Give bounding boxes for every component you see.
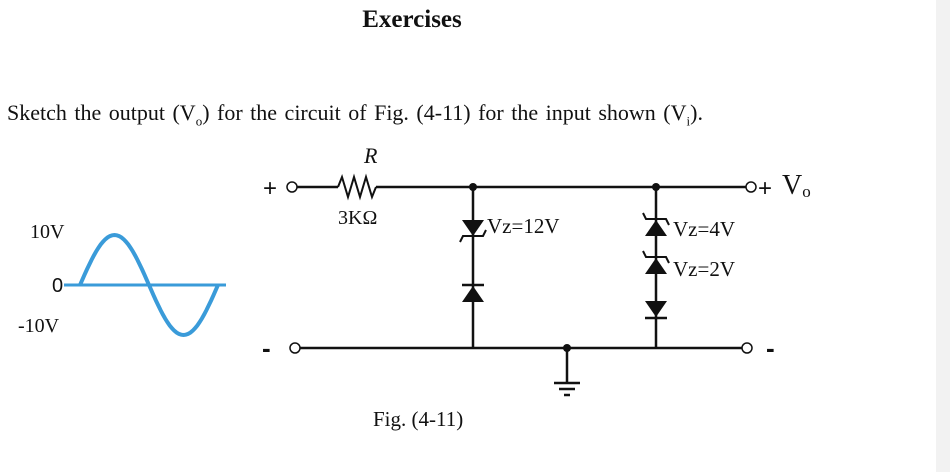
output-minus-sign: - xyxy=(766,333,775,363)
question-text: Sketch the output (Vo) for the circuit o… xyxy=(7,100,703,129)
output-plus-sign: + xyxy=(758,175,772,202)
waveform-label-positive: 10V xyxy=(30,221,65,243)
resistor-symbol xyxy=(337,173,377,201)
waveform-label-negative: -10V xyxy=(18,315,60,337)
zener-bar-4v xyxy=(642,212,670,226)
page-title: Exercises xyxy=(362,6,462,33)
input-terminal-bottom xyxy=(289,342,301,354)
page-edge-strip xyxy=(936,0,950,472)
figure-caption: Fig. (4-11) xyxy=(373,407,463,431)
resistor-value-label: 3KΩ xyxy=(338,207,377,229)
zener-bar-2v xyxy=(642,250,670,264)
output-label: Vo xyxy=(782,170,811,201)
diode-branch-1 xyxy=(462,286,484,302)
input-plus-sign: + xyxy=(263,175,277,202)
zener-bar-12v xyxy=(459,229,487,243)
zener-diode-2v xyxy=(645,258,667,274)
waveform-label-zero: 0 xyxy=(52,275,63,297)
input-minus-sign: - xyxy=(262,333,271,363)
zener-label-12v: Vz=12V xyxy=(487,214,560,238)
diode-branch-2 xyxy=(645,301,667,317)
zener-diode-4v xyxy=(645,220,667,236)
zener-label-2v: Vz=2V xyxy=(673,257,735,281)
output-terminal-top xyxy=(745,181,757,193)
zener-diode-12v xyxy=(462,220,484,236)
input-terminal-top xyxy=(286,181,298,193)
input-sine-wave xyxy=(78,232,220,338)
output-terminal-bottom xyxy=(741,342,753,354)
resistor-symbol-label: R xyxy=(363,143,378,168)
zener-label-4v: Vz=4V xyxy=(673,217,735,241)
